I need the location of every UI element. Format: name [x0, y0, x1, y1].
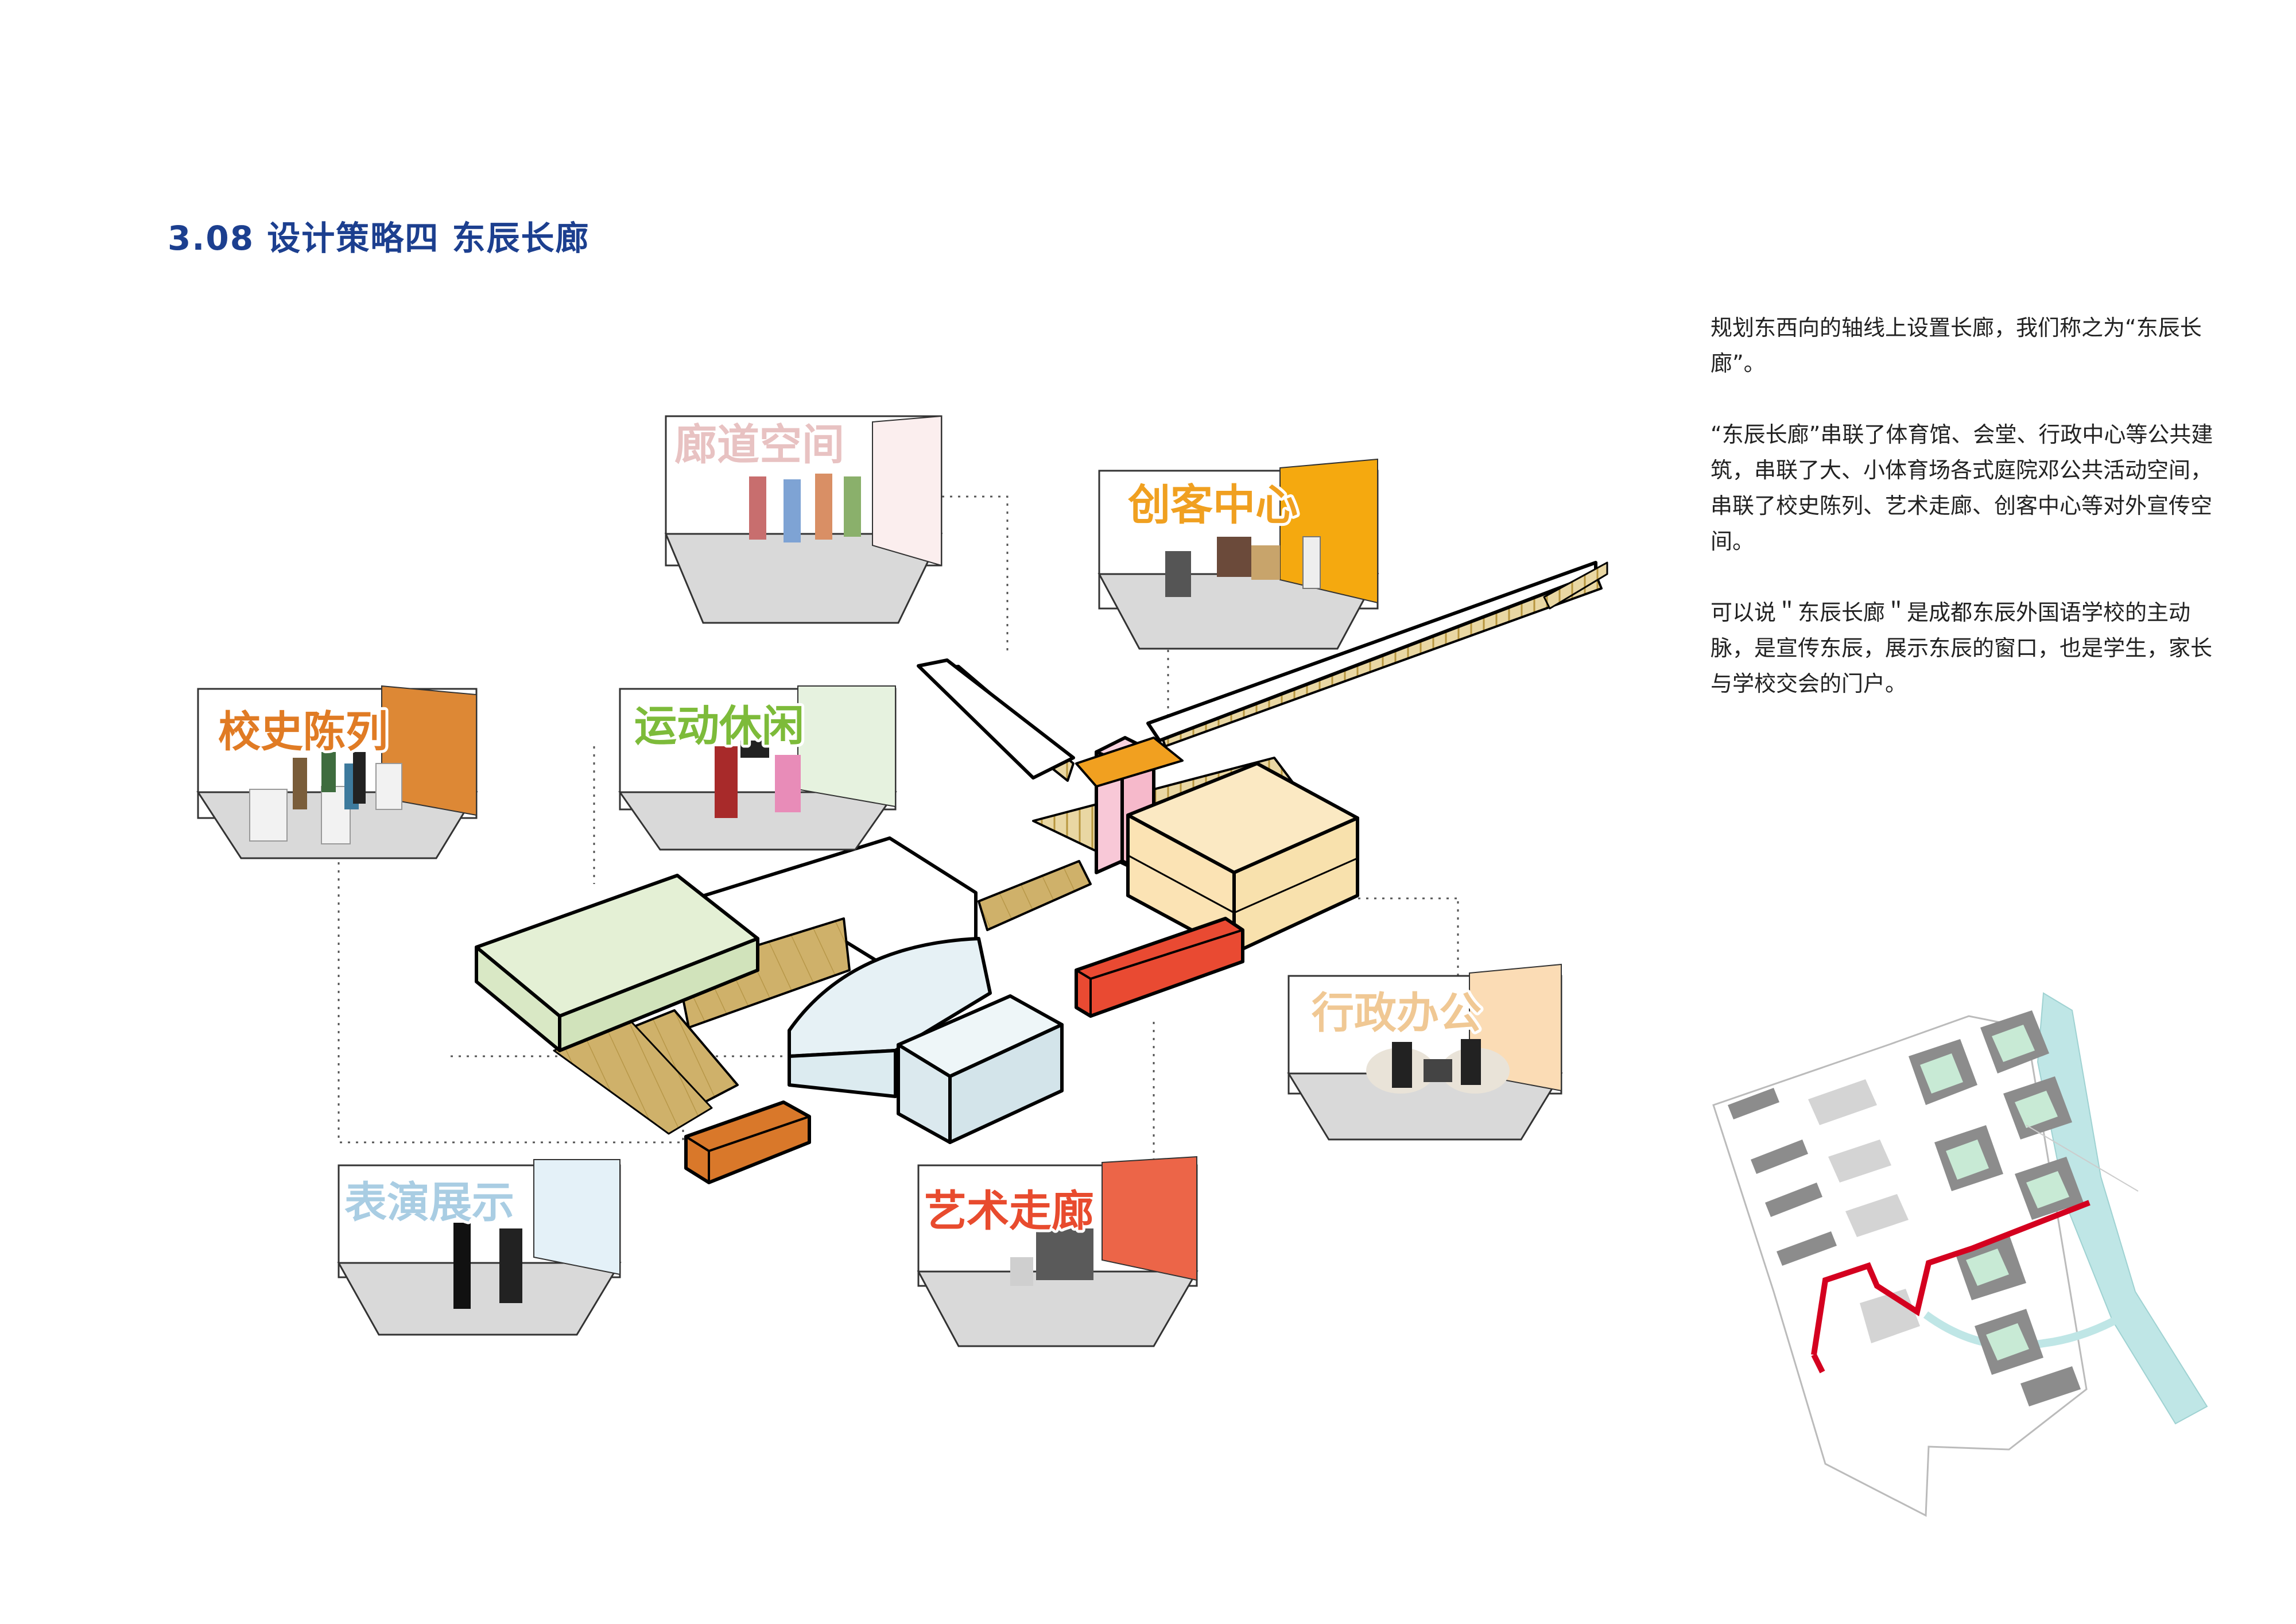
site-roof-green [1920, 1025, 2069, 1361]
room-label-art-corridor: 艺术走廊 [924, 1187, 1094, 1236]
building-complex [475, 561, 1608, 1184]
page-title: 3.08 设计策略四 东辰长廊 [168, 219, 590, 258]
room-label-sports-leisure: 运动休闲 [634, 701, 804, 751]
room-maker-center: 创客中心 [1097, 458, 1379, 650]
corridor-middle-b [978, 860, 1092, 931]
orange-block [684, 1100, 811, 1184]
room-art-corridor: 艺术走廊 [917, 1156, 1199, 1347]
route-line [1811, 1200, 2091, 1355]
glass-building-curved [788, 937, 992, 1058]
room-administration: 行政办公 [1287, 963, 1563, 1141]
room-sports-leisure: 运动休闲 [618, 685, 897, 851]
gym-block-right [558, 937, 759, 1052]
site-key-plan [1712, 992, 2208, 1517]
orange-roof [1075, 737, 1184, 788]
description-text: 规划东西向的轴线上设置长廊，我们称之为“东辰长廊”。 “东辰长廊”串联了体育馆、… [1711, 310, 2216, 737]
room-label-corridor-space: 廊道空间 [674, 420, 844, 470]
room-school-history: 校史陈列 [196, 685, 478, 859]
corridor-east [1543, 561, 1608, 610]
room-corridor-space: 廊道空间 [664, 415, 943, 624]
corridor-wood-a [676, 917, 851, 1029]
description-paragraph-1: 规划东西向的轴线上设置长廊，我们称之为“东辰长廊”。 [1711, 315, 2202, 376]
room-label-administration: 行政办公 [1312, 989, 1481, 1038]
red-block [1075, 917, 1244, 1018]
room-label-maker-center: 创客中心 [1127, 480, 1298, 530]
room-performance: 表演展示 [337, 1159, 622, 1336]
room-label-performance: 表演展示 [344, 1178, 514, 1227]
room-label-school-history: 校史陈列 [218, 707, 388, 757]
description-paragraph-2: “东辰长廊”串联了体育馆、会堂、行政中心等公共建筑，串联了大、小体育场各式庭院邓… [1711, 422, 2213, 554]
river [2037, 992, 2208, 1425]
site-buildings-left [1728, 1088, 1837, 1266]
description-paragraph-3: 可以说＂东辰长廊＂是成都东辰外国语学校的主动脉，是宣传东辰，展示东辰的窗口，也是… [1711, 600, 2213, 696]
